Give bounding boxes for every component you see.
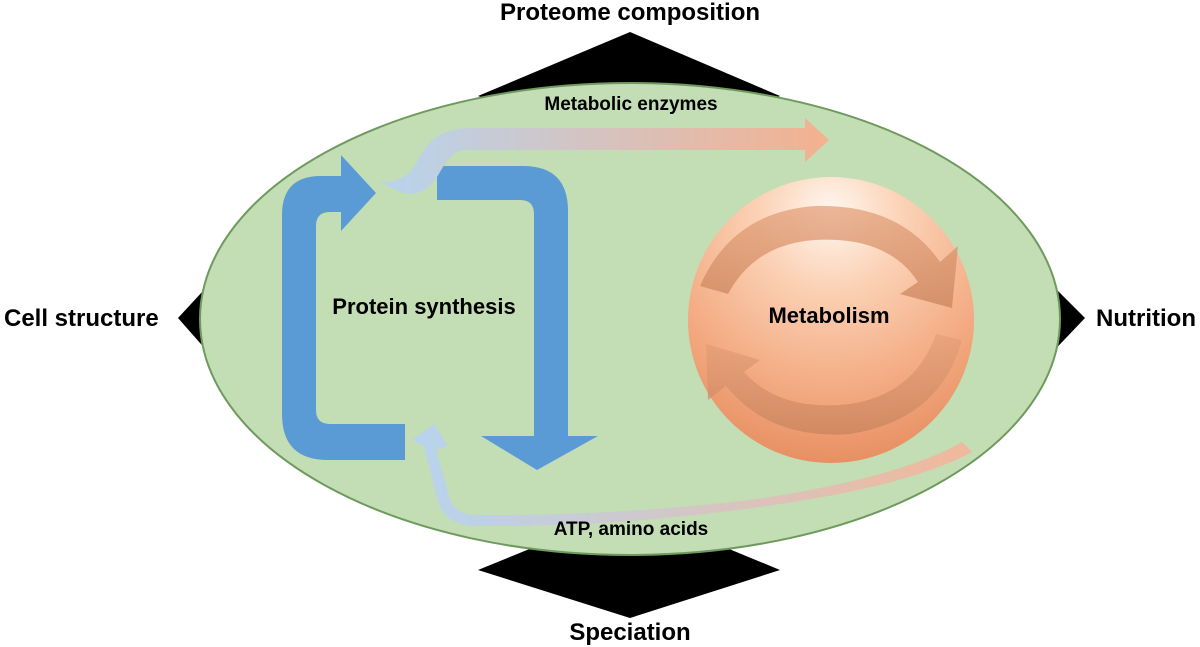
cycle-arrow-right — [437, 166, 598, 470]
protein-synthesis-cycle — [282, 155, 598, 470]
flow-metabolic-enzymes-arrow — [378, 118, 829, 194]
label-protein-synthesis: Protein synthesis — [332, 294, 515, 319]
metabolism-inner-arrow-bottom — [706, 334, 962, 435]
label-nutrition: Nutrition — [1096, 305, 1196, 332]
label-proteome-composition: Proteome composition — [500, 0, 760, 26]
diamond-bottom — [478, 508, 780, 618]
label-metabolic-enzymes: Metabolic enzymes — [544, 94, 717, 115]
metabolism-sphere-group — [688, 177, 974, 463]
label-cell-structure: Cell structure — [4, 305, 159, 332]
cycle-arrow-left — [282, 155, 405, 460]
metabolism-inner-arrow-top — [700, 205, 958, 308]
label-speciation: Speciation — [569, 619, 690, 646]
label-atp-amino-acids: ATP, amino acids — [554, 519, 709, 540]
label-metabolism: Metabolism — [768, 303, 889, 328]
flow-atp-amino-acids-arrow — [412, 424, 972, 526]
